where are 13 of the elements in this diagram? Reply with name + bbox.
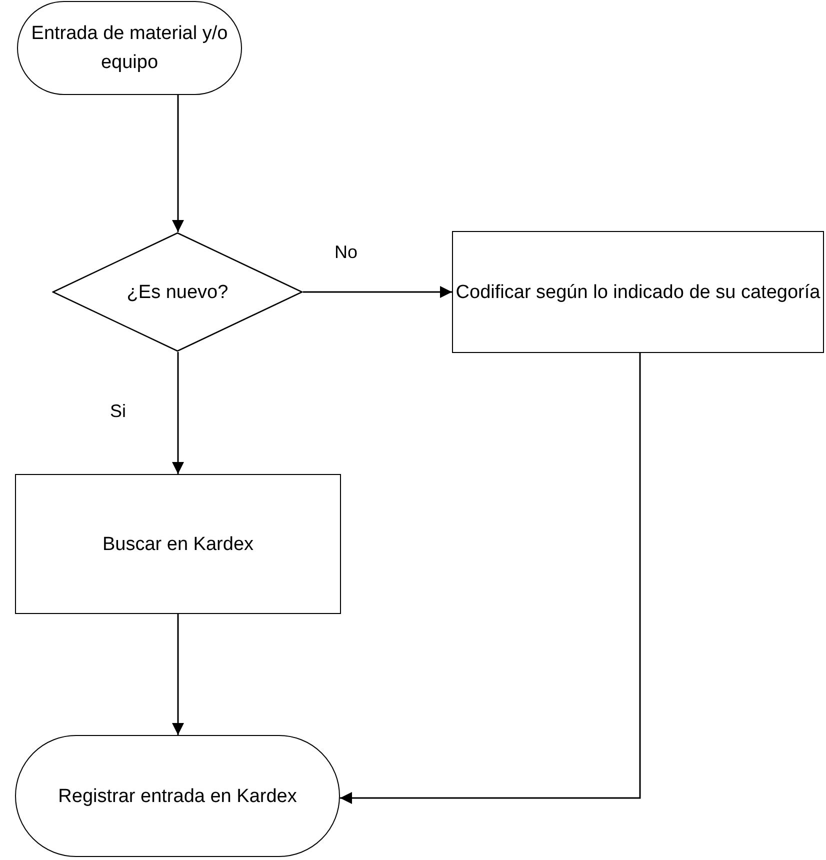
arrow [340, 353, 641, 804]
node-text: ¿Es nuevo? [126, 280, 228, 304]
process-box [15, 474, 341, 614]
arrow [172, 95, 184, 232]
node-text: Buscar en Kardex [102, 532, 254, 556]
process-box [452, 231, 824, 353]
arrow [172, 614, 184, 735]
decision-diamond [52, 232, 303, 352]
node-text: Entrada de material y/o equipo [30, 22, 229, 75]
arrow [172, 352, 184, 474]
node-text: Registrar entrada en Kardex [58, 784, 297, 808]
arrow [303, 286, 452, 298]
node-text: Codificar según lo indicado de su categoría [456, 280, 820, 304]
